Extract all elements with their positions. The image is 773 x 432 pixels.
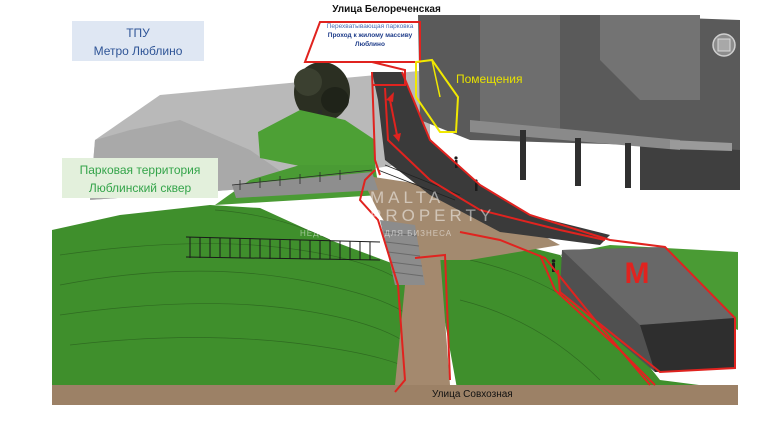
svg-text:М: М	[625, 257, 650, 290]
lawn-right	[430, 235, 738, 405]
watermark-line1: MALTA	[370, 188, 445, 207]
parking-callout: Перехватывающая парковка Проход к жилому…	[322, 22, 418, 49]
callout-line2: Проход к жилому массиву	[327, 32, 413, 39]
tpu-label-line2: Метро Люблино	[93, 44, 183, 58]
access-road	[372, 72, 610, 245]
rooms-label: Помещения	[456, 72, 523, 86]
highlight-outlines	[303, 21, 736, 393]
park-label-line1: Парковая территория	[79, 163, 201, 177]
street-label-top: Улица Белореченская	[332, 4, 441, 15]
ramp-arrow-icon	[386, 92, 401, 142]
metro-logo-icon: М	[625, 257, 650, 290]
pedestrian-path	[395, 255, 450, 385]
park-walkway	[232, 172, 378, 198]
tpu-metro-label: ТПУ Метро Люблино	[72, 21, 204, 61]
lawn-upper	[258, 110, 375, 172]
compass-icon[interactable]	[712, 33, 736, 57]
tpu-label-line1: ТПУ	[126, 26, 150, 40]
park-label-line2: Люблинский сквер	[88, 181, 192, 195]
staircase	[380, 220, 425, 285]
callout-line1: Перехватывающая парковка	[326, 23, 414, 30]
tree-icon	[294, 62, 350, 128]
street-label-bottom: Улица Совхозная	[432, 389, 513, 400]
callout-line3: Люблино	[355, 41, 385, 48]
fence	[185, 236, 381, 261]
park-territory-label: Парковая территория Люблинский сквер	[62, 158, 218, 198]
watermark-line3: НЕДВИЖИМОСТЬ ДЛЯ БИЗНЕСА	[300, 229, 453, 238]
park-lawn	[52, 205, 430, 392]
watermark-line2: PROPERTY	[370, 206, 496, 225]
street-sovkhoznaya	[52, 385, 738, 405]
